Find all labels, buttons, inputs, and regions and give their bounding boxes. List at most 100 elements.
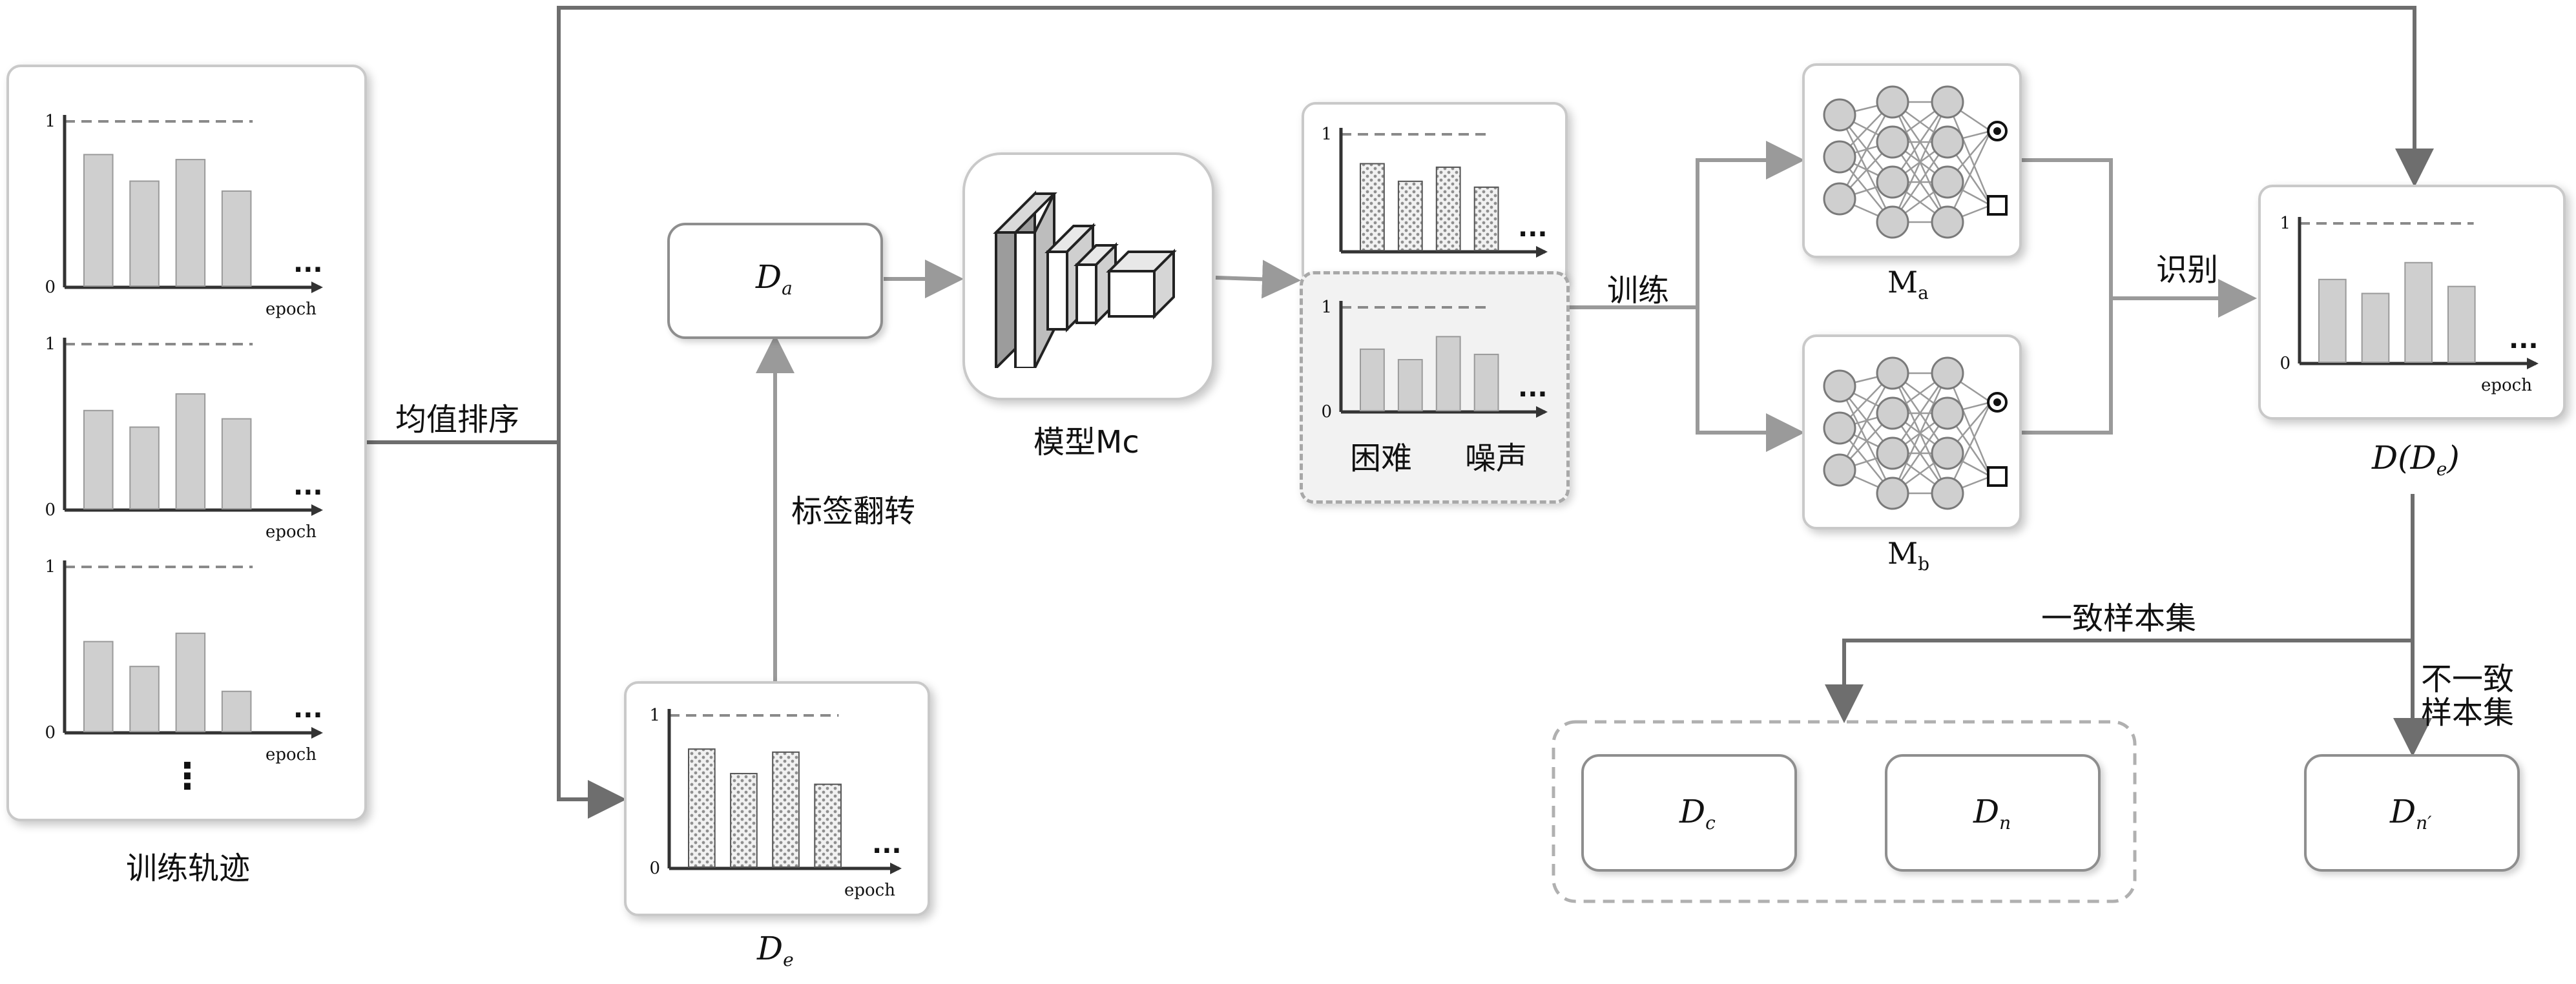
bar bbox=[1435, 336, 1461, 411]
more-ellipsis: ... bbox=[872, 830, 902, 859]
node-dn-prime-sub: n′ bbox=[2416, 812, 2432, 834]
hard-noise-card bbox=[1300, 271, 1570, 504]
x-axis-label: epoch bbox=[2481, 376, 2532, 395]
inconsistent-label-2: 样本集 bbox=[2421, 695, 2515, 731]
bar bbox=[221, 190, 252, 287]
bar bbox=[221, 418, 252, 509]
node-dn-sub: n bbox=[1999, 812, 2011, 834]
identify-label: 识别 bbox=[2156, 252, 2219, 288]
edge-consistent bbox=[1825, 639, 2413, 723]
bar bbox=[730, 773, 758, 868]
cnn-icon bbox=[993, 190, 1177, 368]
network-node bbox=[1876, 125, 1909, 159]
bar bbox=[83, 154, 114, 287]
classifier-ma-sub: a bbox=[1918, 282, 1929, 303]
tick-label-zero: 0 bbox=[45, 278, 56, 297]
classifier-mb-label: Mb bbox=[1887, 536, 1929, 575]
tick-label-zero: 0 bbox=[649, 859, 660, 878]
node-dn-prime-label: Dn′ bbox=[2390, 793, 2431, 834]
network-node bbox=[1931, 477, 1964, 510]
consistent-group bbox=[1552, 720, 2137, 903]
classifier-mb-main: M bbox=[1887, 536, 1918, 571]
bar bbox=[175, 393, 206, 509]
network-node bbox=[1823, 369, 1856, 403]
x-axis-arrow bbox=[311, 282, 323, 293]
trajectory-chart-3: 10...epoch bbox=[45, 557, 323, 764]
network-node bbox=[1876, 356, 1909, 390]
more-ellipsis: ... bbox=[293, 249, 323, 278]
bar bbox=[129, 426, 160, 509]
node-dn-prime bbox=[2304, 754, 2520, 872]
inconsistent-label-1: 不一致 bbox=[2421, 661, 2515, 697]
edge-top-rail bbox=[557, 6, 2434, 187]
more-ellipsis: ... bbox=[1518, 213, 1548, 243]
output-caption-prefix: D(D bbox=[2372, 439, 2436, 477]
tick-label-one: 1 bbox=[2280, 214, 2290, 233]
network-node bbox=[1823, 98, 1856, 132]
mean-sort-label: 均值排序 bbox=[395, 402, 520, 438]
classifier-ma-label: Ma bbox=[1887, 265, 1929, 303]
label-flip-label: 标签翻转 bbox=[791, 493, 916, 529]
x-axis-label: epoch bbox=[844, 881, 895, 900]
mc-top-chart: 1... bbox=[1321, 125, 1548, 258]
output-caption: D(De) bbox=[2372, 439, 2460, 480]
bar bbox=[175, 159, 206, 287]
bar bbox=[772, 751, 800, 868]
more-ellipsis: ... bbox=[1518, 373, 1548, 403]
x-axis-arrow bbox=[890, 863, 902, 874]
de-caption-sub: e bbox=[783, 949, 794, 970]
node-da bbox=[667, 223, 883, 339]
de-card bbox=[624, 681, 930, 916]
bar bbox=[221, 690, 252, 732]
bar bbox=[1435, 166, 1461, 251]
network-edge bbox=[1891, 373, 1949, 494]
trajectory-chart-2: 10...epoch bbox=[45, 334, 323, 542]
bar bbox=[1360, 163, 1385, 251]
network-edge bbox=[1946, 130, 1992, 223]
output-square-icon bbox=[1987, 195, 2008, 216]
bar bbox=[1397, 359, 1423, 411]
tick-label-zero: 0 bbox=[1321, 402, 1332, 422]
trajectory-chart-1: 1 0... epoch bbox=[45, 112, 323, 319]
tick-label-one: 1 bbox=[1321, 298, 1332, 317]
network-node bbox=[1876, 205, 1909, 239]
x-axis-label: epoch bbox=[265, 522, 317, 542]
network-node bbox=[1876, 396, 1909, 430]
network-node bbox=[1931, 205, 1964, 239]
node-dn bbox=[1885, 754, 2101, 872]
x-axis-label: epoch bbox=[265, 745, 317, 764]
consistent-label: 一致样本集 bbox=[2041, 600, 2197, 637]
node-dn-main: D bbox=[1973, 793, 2000, 830]
output-square-icon bbox=[1987, 466, 2008, 487]
bar bbox=[814, 783, 842, 868]
x-axis-label: epoch bbox=[265, 300, 317, 319]
bar bbox=[83, 409, 114, 509]
bar bbox=[83, 641, 114, 732]
mc-bottom-chart: 1 0... bbox=[1321, 298, 1548, 422]
tick-label-zero: 0 bbox=[2280, 354, 2290, 373]
network-node bbox=[1931, 165, 1964, 199]
output-circle-dot bbox=[1993, 398, 2001, 406]
trajectories-caption: 训练轨迹 bbox=[126, 850, 251, 887]
network-edge bbox=[1946, 101, 1992, 206]
tick-label-one: 1 bbox=[45, 112, 56, 131]
classifier-mb-sub: b bbox=[1918, 553, 1930, 575]
tick-label-one: 1 bbox=[45, 557, 56, 577]
x-axis-arrow bbox=[311, 727, 323, 739]
bar bbox=[688, 748, 716, 868]
edge-ma-out bbox=[2022, 158, 2113, 435]
bar bbox=[1473, 186, 1499, 251]
network-node bbox=[1823, 182, 1856, 216]
de-caption-main: D bbox=[757, 930, 784, 967]
node-dc bbox=[1581, 754, 1797, 872]
output-caption-sub: e bbox=[2436, 458, 2447, 480]
output-circle-dot bbox=[1993, 127, 2001, 135]
node-dn-label: Dn bbox=[1973, 793, 2011, 834]
network-node bbox=[1931, 436, 1964, 470]
network-node bbox=[1931, 356, 1964, 390]
noise-label: 噪声 bbox=[1465, 440, 1528, 477]
x-axis-arrow bbox=[2527, 358, 2539, 369]
network-ma-icon bbox=[1823, 85, 2008, 239]
edge-mc-charts bbox=[1215, 260, 1301, 299]
network-node bbox=[1876, 436, 1909, 470]
